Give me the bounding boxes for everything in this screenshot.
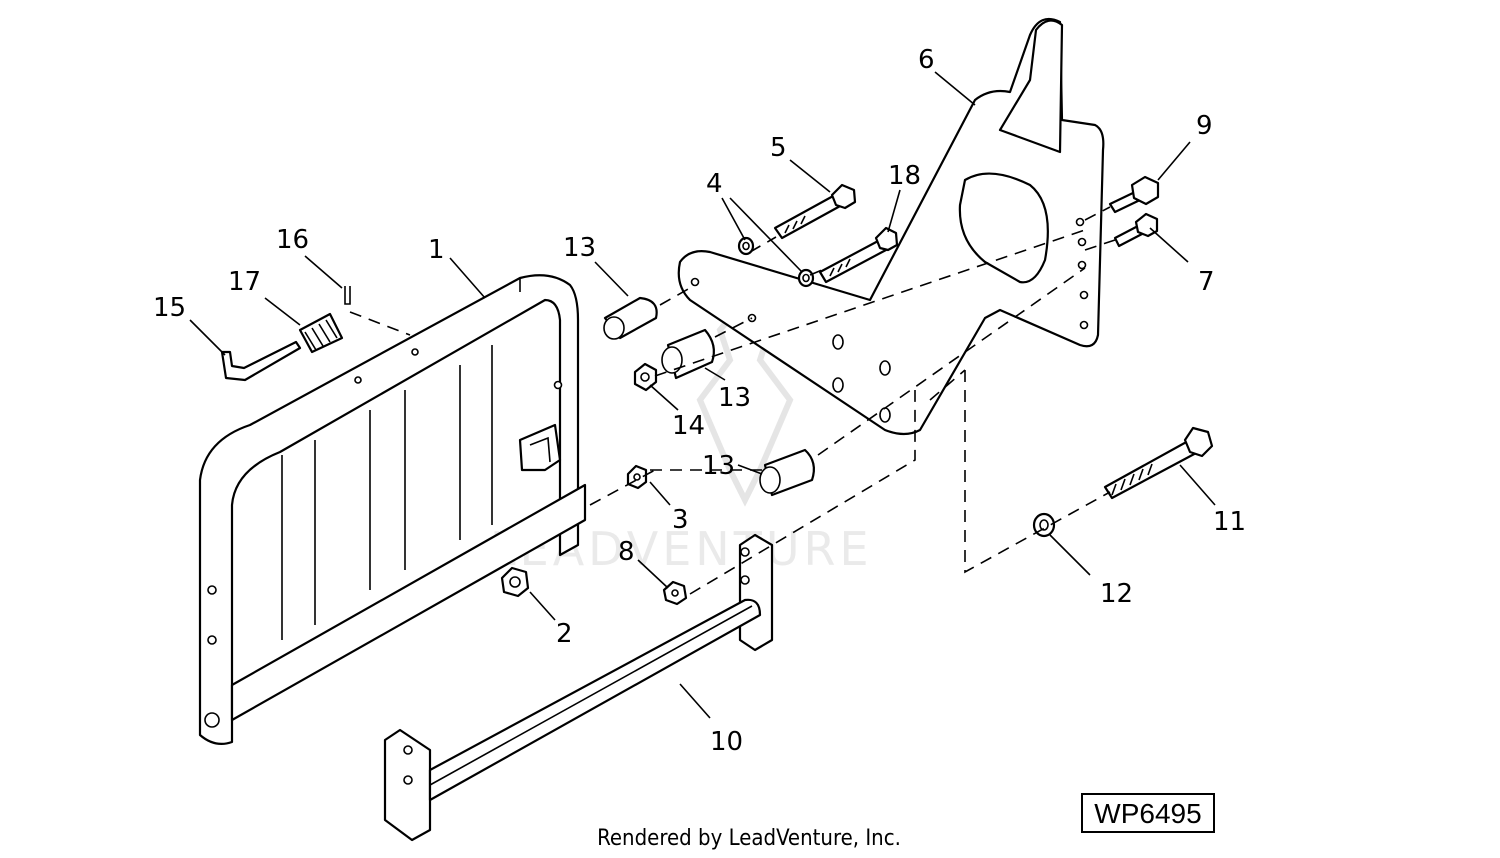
spacer-middle [661, 328, 715, 380]
callout-12: 12 [1100, 579, 1133, 609]
callout-5: 5 [770, 133, 787, 163]
callout-10: 10 [710, 727, 743, 757]
mounting-bracket [677, 17, 1105, 436]
bolt-7 [1113, 212, 1159, 248]
assembly-lines [349, 206, 1116, 595]
bumper-frame [198, 274, 587, 745]
callout-13-upper: 13 [563, 233, 596, 263]
callout-14: 14 [672, 411, 705, 441]
callout-9: 9 [1196, 111, 1213, 141]
callout-18: 18 [888, 161, 921, 191]
callout-13-lower: 13 [702, 451, 735, 481]
callout-17: 17 [228, 267, 261, 297]
callout-15: 15 [153, 293, 186, 323]
hitch-pin [220, 340, 302, 382]
leader-lines [189, 71, 1216, 719]
credit-text: Rendered by LeadVenture, Inc. [597, 826, 901, 851]
callout-11: 11 [1213, 507, 1246, 537]
bolt-18 [818, 226, 899, 284]
figure-code: WP6495 [1081, 793, 1215, 833]
callout-13-middle: 13 [718, 383, 751, 413]
bolt-9 [1108, 175, 1160, 214]
hitch-bar [383, 533, 774, 842]
callout-6: 6 [918, 45, 935, 75]
washer-4a [737, 236, 755, 256]
nut-14 [633, 362, 658, 392]
callout-16: 16 [276, 225, 309, 255]
callout-1: 1 [428, 235, 445, 265]
bolt-5 [773, 183, 857, 240]
nut-2 [500, 566, 530, 598]
cotter-pin [344, 286, 351, 305]
callout-7: 7 [1198, 267, 1215, 297]
washer-4b [797, 268, 815, 288]
callout-labels: 1 2 3 4 5 6 7 8 9 10 11 12 13 13 13 14 1… [153, 45, 1246, 757]
callout-8: 8 [618, 537, 635, 567]
figure-code-text: WP6495 [1094, 798, 1201, 829]
spacer-upper [603, 296, 658, 340]
callout-4: 4 [706, 169, 723, 199]
callout-3: 3 [672, 505, 689, 535]
nut-8 [662, 580, 688, 606]
callout-2: 2 [556, 619, 573, 649]
spacer-lower [759, 448, 815, 497]
spring [298, 312, 344, 354]
bolt-11 [1103, 426, 1214, 500]
